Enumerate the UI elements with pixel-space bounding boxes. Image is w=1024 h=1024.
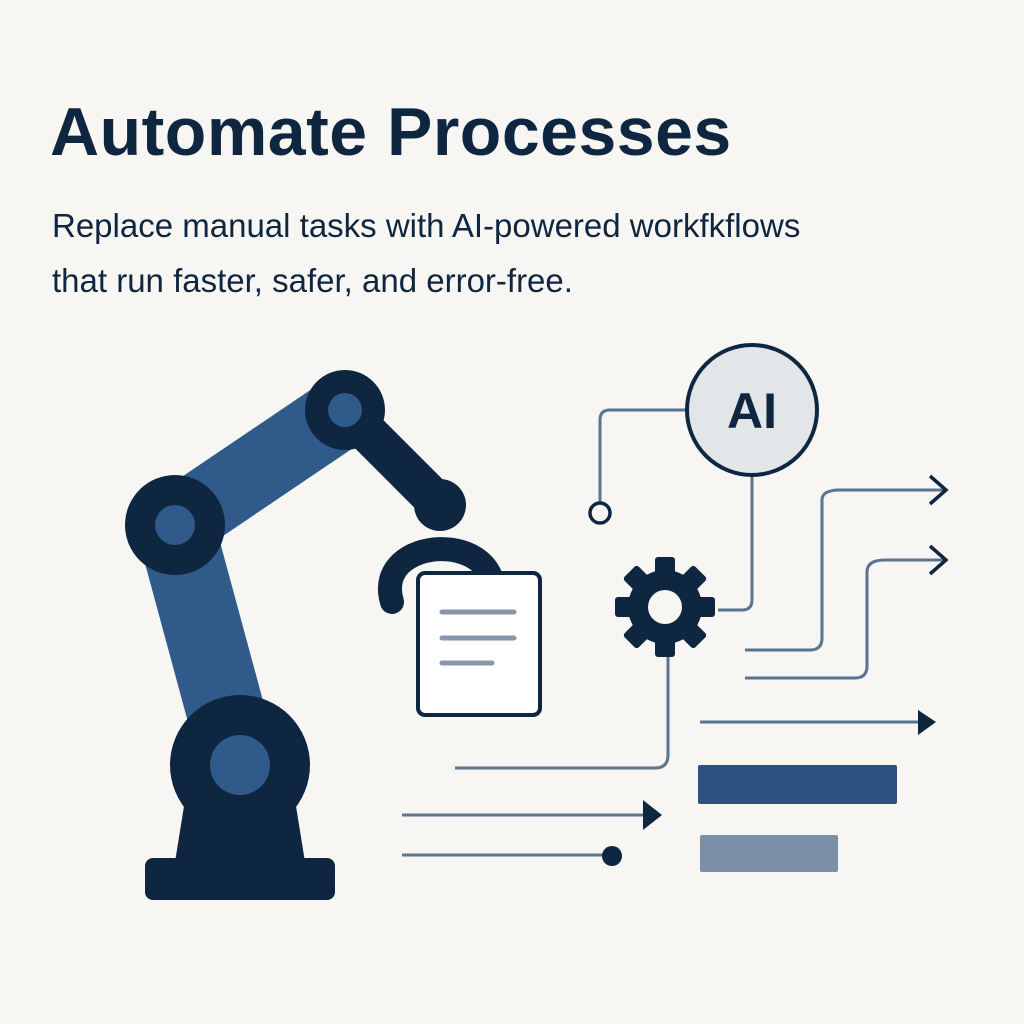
- robot-wrist-joint: [414, 479, 466, 531]
- robot-shoulder-joint-hub: [155, 505, 195, 545]
- robot-base: [145, 858, 335, 900]
- subtitle-line-1: Replace manual tasks with AI-powered wor…: [52, 207, 801, 244]
- chevron-right-icon: [928, 474, 949, 506]
- progress-bar-light: [700, 835, 838, 872]
- progress-bar-dark: [698, 765, 897, 804]
- connector-output-lower: [745, 558, 945, 680]
- gear-icon: [615, 557, 715, 657]
- robot-elbow-joint-hub: [328, 393, 362, 427]
- connector-ai-to-node: [598, 408, 688, 502]
- subtitle: Replace manual tasks with AI-powered wor…: [52, 198, 992, 308]
- robot-arm-icon: [125, 370, 506, 900]
- connector-node-icon: [588, 501, 612, 525]
- workflow-connectors: [402, 408, 949, 857]
- ai-badge: AI: [685, 343, 819, 477]
- ai-badge-circle: [685, 343, 819, 477]
- robot-base-joint-hub: [210, 735, 270, 795]
- gear-hole: [648, 590, 682, 624]
- arrow-right-icon: [643, 800, 662, 830]
- document-page: [416, 571, 542, 717]
- page-title: Automate Processes: [50, 94, 732, 170]
- connector-ai-to-gear: [718, 475, 754, 612]
- arrow-right-icon: [918, 710, 936, 735]
- subtitle-line-2: that run faster, safer, and error-free.: [52, 262, 573, 299]
- ai-label: AI: [727, 383, 777, 439]
- chevron-right-icon: [928, 544, 949, 576]
- document-icon: [416, 571, 542, 717]
- connector-gear-to-left: [455, 655, 670, 770]
- endpoint-dot-icon: [602, 846, 622, 866]
- connector-output-upper: [745, 488, 945, 652]
